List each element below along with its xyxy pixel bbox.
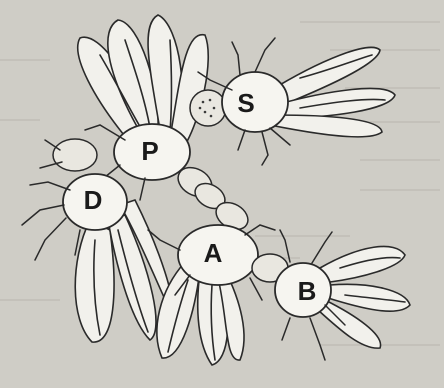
fly-label-p: P xyxy=(141,136,158,166)
fly-label-s: S xyxy=(237,88,254,118)
fly-s xyxy=(190,38,395,165)
fly-label-a: A xyxy=(204,238,223,268)
fly-a xyxy=(148,197,288,365)
fly-label-d: D xyxy=(84,185,103,215)
fly-label-b: B xyxy=(298,276,317,306)
fly-b xyxy=(275,230,410,360)
